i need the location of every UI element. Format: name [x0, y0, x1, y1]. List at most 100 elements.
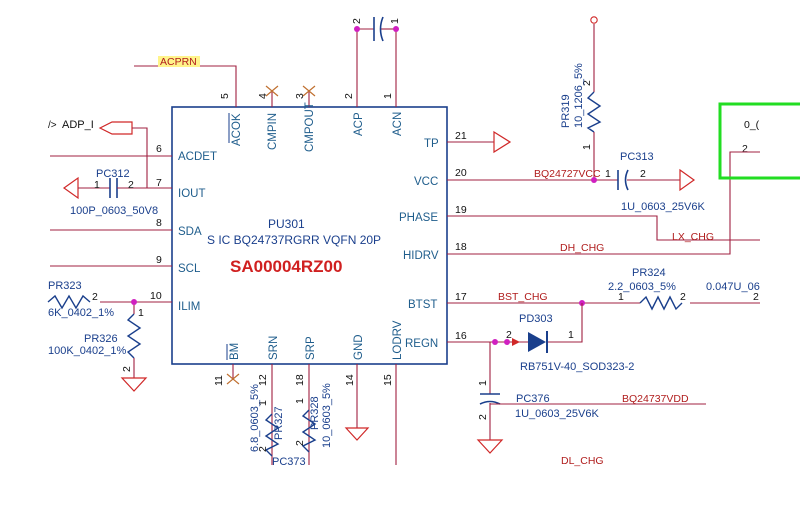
pin-name-btst: BTST: [408, 299, 437, 311]
pin-name-lodrv: LODRV: [392, 320, 404, 360]
bottom-pins: 11 BM 12 SRN 18 SRP 14 GND 15 LODRV: [213, 320, 404, 465]
pin-name-bm: BM: [229, 343, 241, 360]
pr326-pin1: 1: [138, 307, 144, 319]
pr324-resistor: BST_CHG PR324 2.2_0603_5% 1 2 0.047U_06 …: [498, 267, 760, 311]
pc313-pin2: 2: [640, 168, 646, 180]
pd303-value: RB751V-40_SOD323-2: [520, 361, 634, 373]
pin-name-tp: TP: [424, 138, 439, 150]
pc312-pin2: 2: [128, 179, 134, 191]
pin-num-17: 17: [455, 291, 467, 303]
pc312-pin1: 1: [94, 179, 100, 191]
pr326-pin2: 2: [121, 366, 133, 372]
pin-num-12: 12: [257, 374, 269, 386]
pr327-ref: PR327: [273, 406, 285, 440]
pin-num-2: 2: [343, 93, 355, 99]
pin-num-19: 19: [455, 204, 467, 216]
pin-num-1: 1: [382, 93, 394, 99]
pr319-value: 10_1206_5%: [573, 63, 585, 128]
pr323-resistor: PR323 2 6K_0402_1%: [47, 280, 114, 319]
green-box: 0_( 2: [718, 102, 800, 180]
pr327-pin1: 1: [257, 400, 269, 406]
box-value: 0_(: [744, 119, 760, 131]
pr328-pin2: 2: [294, 440, 306, 446]
pin-num-4: 4: [257, 93, 269, 99]
ic-ref: PU301: [268, 217, 305, 231]
pin-name-cmpin: CMPIN: [267, 113, 279, 150]
pr327-pin2: 2: [257, 446, 269, 452]
net-vcc: BQ24727VCC: [534, 168, 601, 180]
pr326-ref: PR326: [84, 333, 118, 345]
pr324-value: 2.2_0603_5%: [608, 281, 676, 293]
pin-name-scl: SCL: [178, 263, 201, 275]
pin-num-16: 16: [455, 330, 467, 342]
pin-num-14: 14: [344, 374, 356, 386]
pc313-capacitor: BQ24727VCC PC313 1 2 1U_0603_25V6K: [534, 151, 705, 213]
pc313-pin1: 1: [605, 168, 611, 180]
net-dl: DL_CHG: [561, 455, 604, 467]
pc376-value: 1U_0603_25V6K: [515, 408, 599, 420]
pin-num-10: 10: [150, 290, 162, 302]
right-pins: 21 TP 20 VCC 19 PHASE 18 HIDRV 17 BTST 1…: [399, 130, 760, 350]
pr319-pin2: 2: [581, 80, 593, 86]
pr328-resistor: 1 2 PR328 10_0603_5%: [294, 383, 333, 453]
pr326-resistor: 1 PR326 100K_0402_1% 2: [48, 299, 148, 392]
pin-name-acp: ACP: [353, 112, 365, 136]
pin-num-5: 5: [219, 93, 231, 99]
pr319-pin1: 1: [581, 144, 593, 150]
c-right-value: 0.047U_06: [706, 281, 760, 293]
pr319-ref: PR319: [560, 94, 572, 128]
adp-prefix: />: [48, 120, 57, 131]
pin-num-6: 6: [156, 143, 162, 155]
pin-name-sda: SDA: [178, 226, 202, 238]
net-acprn: ACPRN: [160, 56, 197, 68]
pin-num-8: 8: [156, 217, 162, 229]
c-right-pin2: 2: [753, 291, 759, 303]
pin-name-srn: SRN: [268, 336, 280, 360]
pin-name-phase: PHASE: [399, 212, 438, 224]
pr327-value: 6.8_0603_5%: [249, 384, 261, 452]
pin-name-acdet: ACDET: [178, 151, 217, 163]
pin-num-11: 11: [213, 375, 225, 386]
pc313-ref: PC313: [620, 151, 654, 163]
pin-name-gnd: GND: [353, 334, 365, 360]
ic-description: S IC BQ24737RGRR VQFN 20P: [207, 233, 381, 247]
pr323-value: 6K_0402_1%: [48, 307, 114, 319]
pr323-pin2: 2: [92, 291, 98, 303]
ctop-pin1: 1: [389, 18, 401, 24]
pin-name-acn: ACN: [392, 112, 404, 136]
pin-name-cmpout: CMPOUT: [304, 102, 316, 152]
pr319-resistor: 2 1 PR319 10_1206_5%: [560, 16, 602, 183]
net-lx: LX_CHG: [672, 231, 714, 243]
pd303-ref: PD303: [519, 313, 553, 325]
box-pin: 2: [742, 143, 748, 155]
top-pins: ACPRN 5 ACOK 4 CMPIN 3 CMPOUT 2 ACP 1 AC…: [134, 29, 404, 152]
pc376-pin2: 2: [477, 414, 489, 420]
net-dh: DH_CHG: [560, 242, 604, 254]
pr328-value: 10_0603_5%: [321, 383, 333, 448]
pr324-pin2: 2: [680, 291, 686, 303]
pc376-capacitor: 1 2 PC376 1U_0603_25V6K BQ24737VDD: [476, 342, 706, 454]
pin-name-vcc: VCC: [414, 176, 438, 188]
pin-num-7: 7: [156, 177, 162, 189]
pin-name-acok: ACOK: [231, 113, 243, 146]
pin-name-iout: IOUT: [178, 188, 205, 200]
pin-num-3: 3: [294, 93, 306, 99]
pin-num-18: 18: [455, 241, 467, 253]
pd303-pin2: 2: [506, 329, 512, 341]
pr324-ref: PR324: [632, 267, 666, 279]
net-vdd: BQ24737VDD: [622, 393, 689, 405]
top-capacitor: 2 1: [351, 16, 401, 42]
pin-num-18b: 18: [294, 374, 306, 386]
pc373-ref: PC373: [272, 456, 306, 468]
pr324-pin1: 1: [618, 291, 624, 303]
pin-num-15: 15: [382, 374, 394, 386]
net-adp-i: ADP_I: [62, 119, 94, 131]
adp-i-net: /> ADP_I: [48, 119, 148, 188]
pc312-value: 100P_0603_50V8: [70, 205, 158, 217]
pc312-capacitor: PC312 1 2 100P_0603_50V8: [62, 168, 158, 217]
pc376-ref: PC376: [516, 393, 550, 405]
pin-num-21: 21: [455, 130, 467, 142]
pin-num-9: 9: [156, 254, 162, 266]
pr327-resistor: 1 2 6.8_0603_5% PR327: [249, 384, 285, 457]
